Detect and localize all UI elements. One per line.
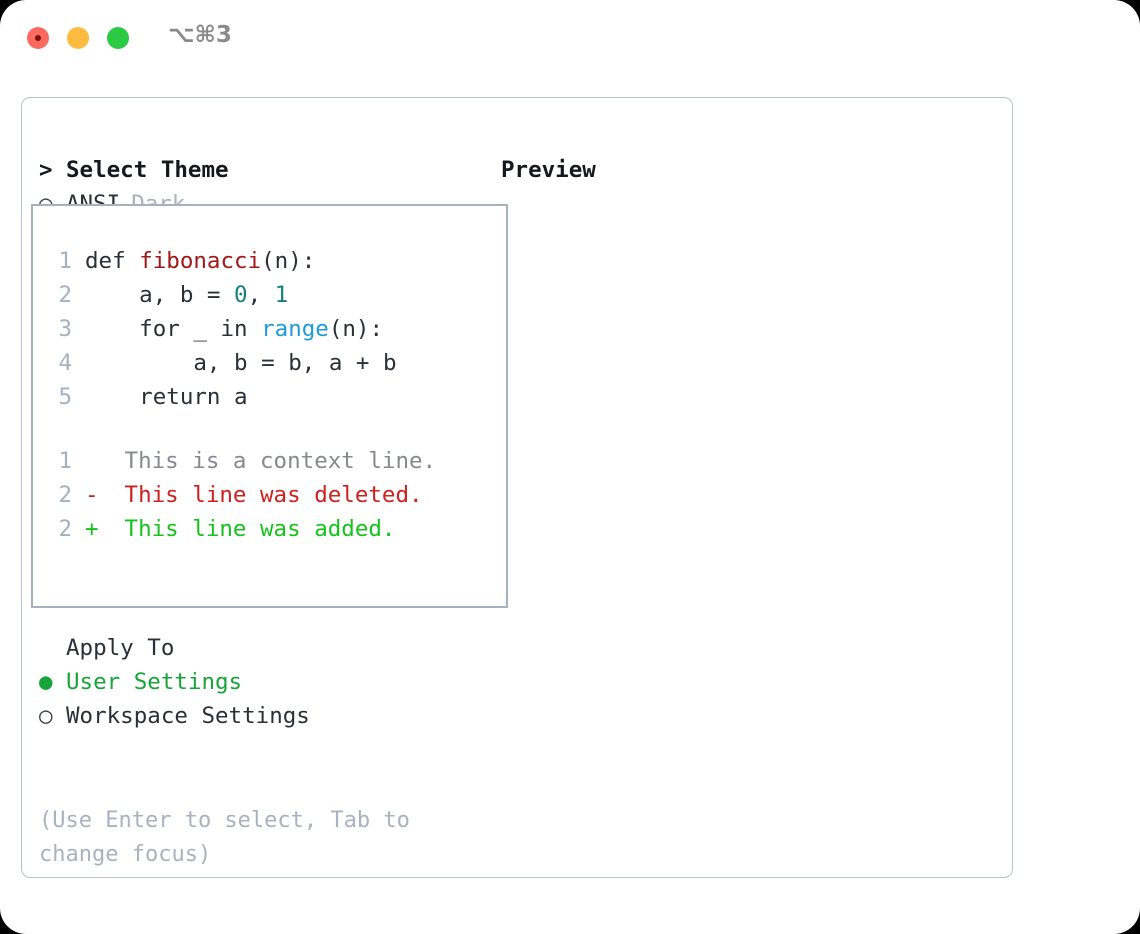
code-token-num: 0 [234,282,248,308]
select-theme-title: Select Theme [66,157,229,183]
apply-to-item[interactable]: ● User Settings [39,665,489,699]
code-token-plain: def [85,248,140,274]
diff-line-number: 1 [58,448,72,474]
code-token-plain: , [247,282,275,308]
apply-to-label: Workspace Settings [66,703,310,729]
line-number: 5 [58,384,72,410]
code-line: 4 a, b = b, a + b [46,346,436,380]
line-number: 3 [58,316,72,342]
apply-to-item[interactable]: ○ Workspace Settings [39,699,489,733]
code-token-fn: fibonacci [139,248,262,274]
apply-to-title: Apply To [66,635,175,661]
diff-marker: + [85,516,99,542]
theme-picker-panel: >Select Theme ○ANSIDark○Atom OneDark○Ayu… [21,97,1013,878]
code-token-plain: for _ in [85,316,262,342]
diff-text: This is a context line. [111,448,437,474]
code-token-call: range [261,316,329,342]
preview-column: Preview [501,153,991,187]
title-bar: ⌥⌘3 [0,0,1140,78]
code-token-plain: (n): [328,316,384,342]
diff-marker: - [85,482,99,508]
diff-text: This line was added. [111,516,396,542]
diff-line-context: 1 This is a context line. [46,444,436,478]
diff-marker [85,444,111,478]
preview-heading: Preview [501,157,596,183]
line-number: 2 [58,282,72,308]
maximize-window-button[interactable] [107,27,129,49]
code-token-plain: a, b = b, a + b [85,350,397,376]
code-line: 5 return a [46,380,436,414]
apply-to-heading: Apply To [39,631,489,665]
code-token-plain: return a [85,384,248,410]
diff-gap [46,414,436,444]
apply-to-list: ● User Settings ○ Workspace Settings [39,665,489,733]
select-theme-heading: > Select Theme [39,153,489,187]
line-number: 4 [58,350,72,376]
keyboard-shortcut-label: ⌥⌘3 [168,22,232,48]
code-line: 2 a, b = 0, 1 [46,278,436,312]
code-token-plain: (n): [261,248,316,274]
line-number: 1 [58,248,72,274]
keyboard-hint-text: (Use Enter to select, Tab to change focu… [39,808,410,867]
diff-lines: 1 This is a context line.2- This line wa… [46,444,436,546]
code-token-num: 1 [274,282,289,308]
code-line: 3 for _ in range(n): [46,312,436,346]
radio-selected-icon[interactable]: ● [39,669,53,695]
apply-to-label: User Settings [66,669,243,695]
diff-text: This line was deleted. [111,482,423,508]
code-token-plain: a, b = [85,282,235,308]
diff-line-number: 2 [58,482,72,508]
diff-line-deleted: 2- This line was deleted. [46,478,436,512]
caret-icon: > [39,157,53,183]
radio-unselected-icon[interactable]: ○ [39,703,53,729]
code-line: 1 def fibonacci(n): [46,244,436,278]
diff-line-added: 2 + This line was added. [46,512,436,546]
close-window-button[interactable] [27,27,49,49]
diff-line-number: 2 [58,516,72,542]
minimize-window-button[interactable] [67,27,89,49]
